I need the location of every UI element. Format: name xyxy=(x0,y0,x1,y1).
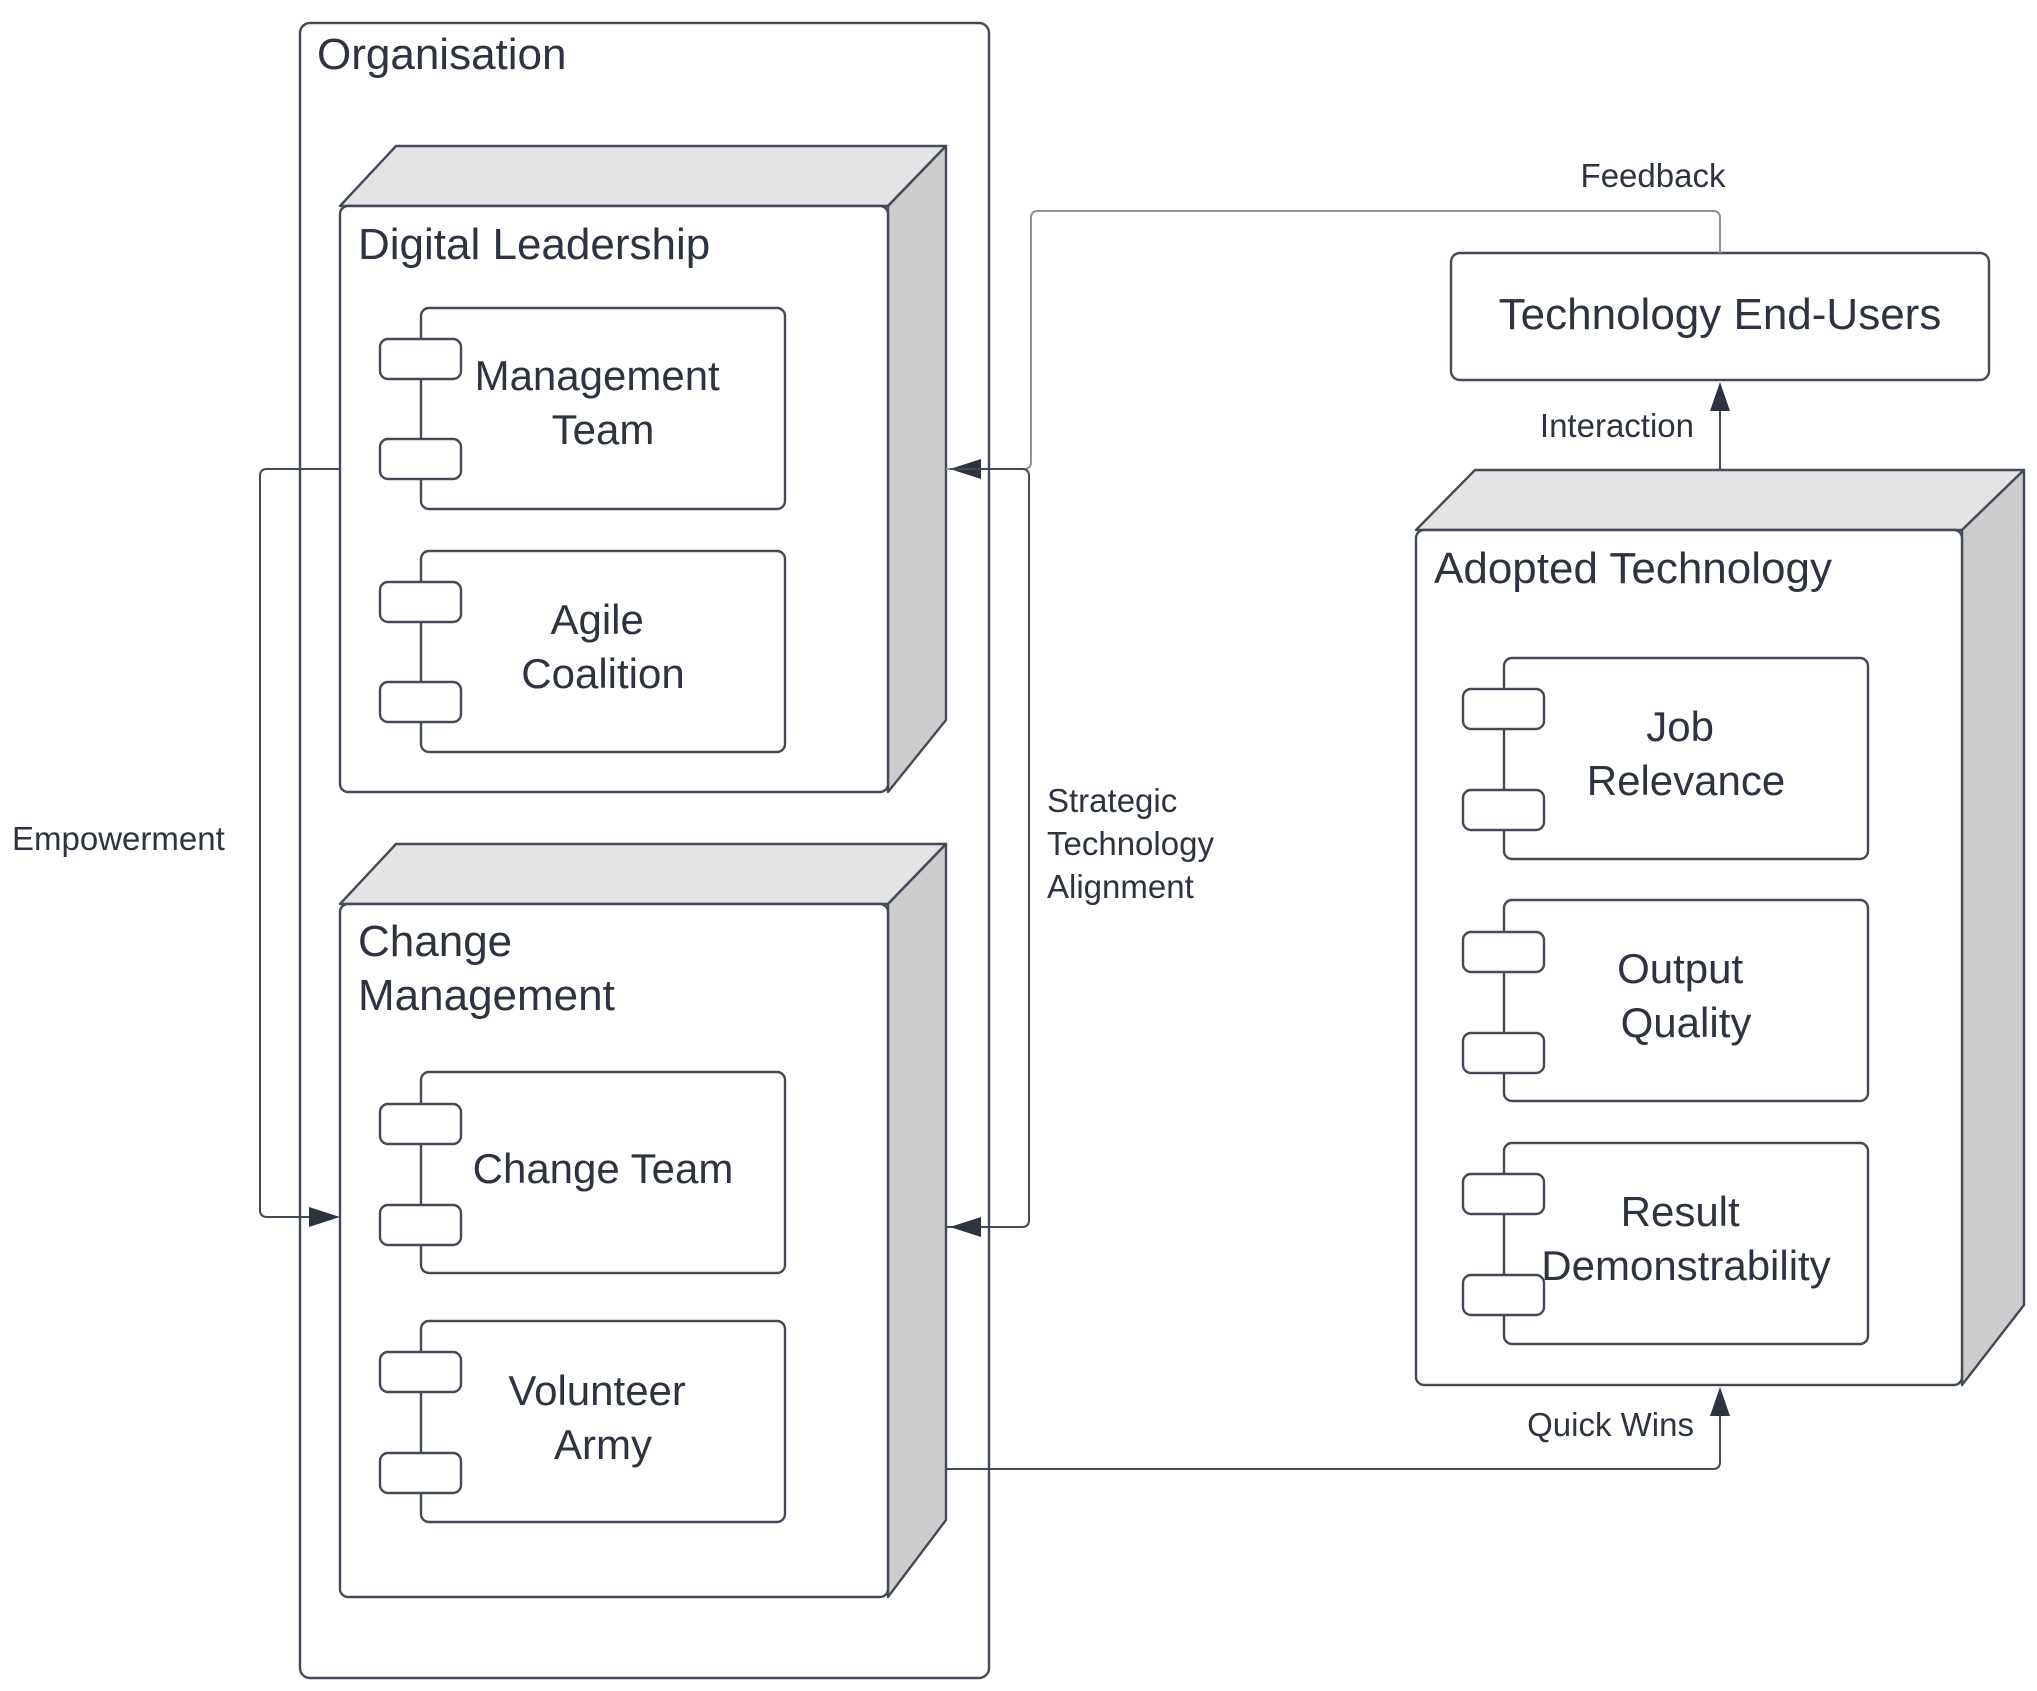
component-port-top xyxy=(1461,930,1546,974)
technology-end-users-box: Technology End-Users xyxy=(1449,251,1991,382)
adopted-technology-node: Adopted Technology Job Relevance Output … xyxy=(1414,468,2026,1387)
component-agile-coalition: Agile Coalition xyxy=(378,549,787,754)
component-port-top xyxy=(378,1350,463,1394)
edge-label-strategic-line2: Technology xyxy=(1047,825,1214,862)
agile-coalition-label-line1: Agile xyxy=(550,596,643,643)
edge-label-empowerment: Empowerment xyxy=(12,820,225,857)
component-port-top xyxy=(1461,1172,1546,1216)
edge-feedback: Feedback xyxy=(946,157,1726,479)
component-output-quality: Output Quality xyxy=(1461,898,1870,1103)
agile-coalition-label-line2: Coalition xyxy=(521,650,684,697)
management-team-label-line1: Management xyxy=(475,352,720,399)
component-port-top xyxy=(378,337,463,381)
management-team-label-line2: Team xyxy=(552,406,655,453)
component-port-bottom xyxy=(1461,1031,1546,1075)
job-relevance-label-line1: Job xyxy=(1646,703,1714,750)
component-job-relevance: Job Relevance xyxy=(1461,656,1870,861)
component-change-team: Change Team xyxy=(378,1070,787,1275)
edge-interaction: Interaction xyxy=(1540,382,1730,470)
volunteer-army-label-line2: Army xyxy=(554,1421,652,1468)
edge-label-strategic-line3: Alignment xyxy=(1047,868,1194,905)
component-port-bottom xyxy=(378,680,463,724)
svg-text:Management Team: Management Team xyxy=(475,352,732,453)
adopted-technology-title: Adopted Technology xyxy=(1434,544,1832,593)
digital-leadership-title: Digital Leadership xyxy=(358,220,710,269)
arrowhead-icon xyxy=(1710,382,1730,411)
component-port-bottom xyxy=(1461,788,1546,832)
edge-quick-wins: Quick Wins xyxy=(946,1387,1730,1470)
svg-text:Job Relevance: Job Relevance xyxy=(1587,703,1785,804)
svg-text:Result Demonstrability: Result Demonstrability xyxy=(1541,1188,1830,1289)
component-port-bottom xyxy=(378,437,463,481)
edge-label-interaction: Interaction xyxy=(1540,407,1694,444)
change-management-node: Change Management Change Team Volunteer … xyxy=(338,842,948,1599)
component-port-top xyxy=(378,1102,463,1146)
edge-label-quick-wins: Quick Wins xyxy=(1527,1406,1694,1443)
component-port-bottom xyxy=(378,1203,463,1247)
job-relevance-label-line2: Relevance xyxy=(1587,757,1785,804)
change-management-title-line2: Management xyxy=(358,971,615,1020)
component-result-demonstrability: Result Demonstrability xyxy=(1461,1141,1870,1346)
svg-text:Output Quality: Output Quality xyxy=(1617,945,1755,1046)
svg-text:Agile Coalition: Agile Coalition xyxy=(521,596,684,697)
organisation-title: Organisation xyxy=(317,30,566,79)
output-quality-label-line2: Quality xyxy=(1621,999,1752,1046)
component-management-team: Management Team xyxy=(378,306,787,511)
volunteer-army-label-line1: Volunteer xyxy=(508,1367,685,1414)
technology-end-users-label: Technology End-Users xyxy=(1499,290,1942,339)
edge-empowerment: Empowerment xyxy=(12,468,340,1227)
change-team-label: Change Team xyxy=(473,1145,734,1192)
output-quality-label-line1: Output xyxy=(1617,945,1743,992)
component-port-top xyxy=(1461,687,1546,731)
result-demonstrability-label-line2: Demonstrability xyxy=(1541,1242,1830,1289)
result-demonstrability-label-line1: Result xyxy=(1621,1188,1740,1235)
component-volunteer-army: Volunteer Army xyxy=(378,1319,787,1524)
change-management-title-line1: Change xyxy=(358,917,512,966)
svg-text:Volunteer Army: Volunteer Army xyxy=(508,1367,697,1468)
digital-leadership-node: Digital Leadership Management Team Agile… xyxy=(338,144,948,794)
edge-strategic-technology-alignment: Strategic Technology Alignment xyxy=(946,468,1223,1237)
component-port-top xyxy=(378,580,463,624)
svg-text:Change Management: Change Management xyxy=(358,917,615,1020)
arrowhead-icon xyxy=(309,1207,340,1227)
arrowhead-icon xyxy=(950,1217,981,1237)
arrowhead-icon xyxy=(1710,1387,1730,1416)
edge-label-strategic-line1: Strategic xyxy=(1047,782,1177,819)
svg-text:Strategic Technology: Strategic Technology Alignment xyxy=(1047,782,1223,905)
edge-label-feedback: Feedback xyxy=(1581,157,1726,194)
component-port-bottom xyxy=(378,1451,463,1495)
component-port-bottom xyxy=(1461,1273,1546,1317)
